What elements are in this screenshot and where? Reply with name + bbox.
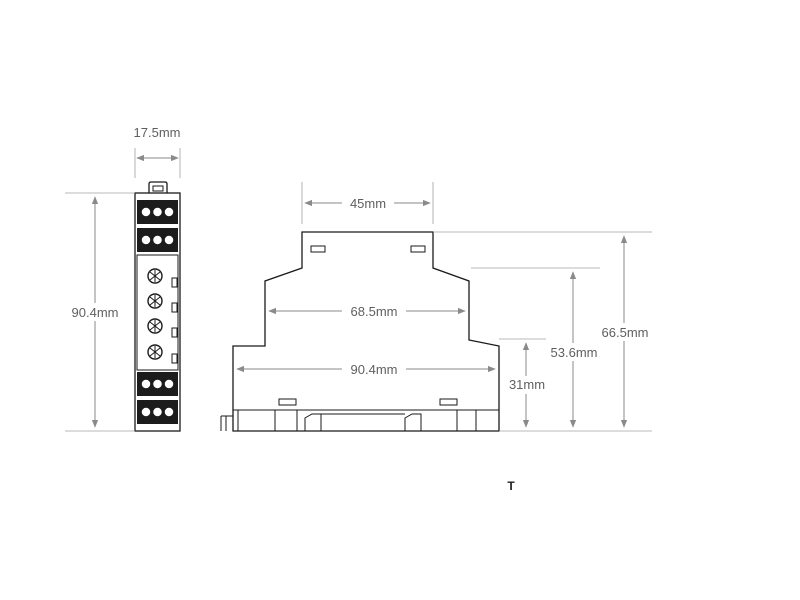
top-slot-left <box>310 245 326 253</box>
side-view: 17.5mm 90.4mm <box>65 125 181 432</box>
front-body-outline <box>232 231 500 432</box>
clip-slot <box>152 185 164 192</box>
top-slot-right <box>410 245 426 253</box>
front-view: 45mm 68.5mm 90.4mm 66.5mm 53.6mm 31mm <box>220 182 654 432</box>
label-top-width: 45mm <box>350 196 386 211</box>
potentiometer-1 <box>147 268 178 288</box>
top-clip <box>148 181 168 193</box>
potentiometer-2 <box>147 293 178 313</box>
label-side-width: 17.5mm <box>134 125 181 140</box>
view-marker: T <box>507 479 515 493</box>
label-mid-width: 68.5mm <box>351 304 398 319</box>
control-panel <box>136 254 179 371</box>
label-mid-height: 53.6mm <box>551 345 598 360</box>
label-low-height: 31mm <box>509 377 545 392</box>
terminal-block-bottom-1 <box>137 372 178 396</box>
side-body <box>134 192 181 432</box>
terminal-block-top-2 <box>137 228 178 252</box>
label-side-height: 90.4mm <box>72 305 119 320</box>
terminal-block-top-1 <box>137 200 178 224</box>
label-base-width: 90.4mm <box>351 362 398 377</box>
terminal-block-bottom-2 <box>137 400 178 424</box>
potentiometer-3 <box>147 318 178 338</box>
din-rail-base <box>220 398 499 431</box>
potentiometer-4 <box>147 344 178 364</box>
label-total-height: 66.5mm <box>602 325 649 340</box>
